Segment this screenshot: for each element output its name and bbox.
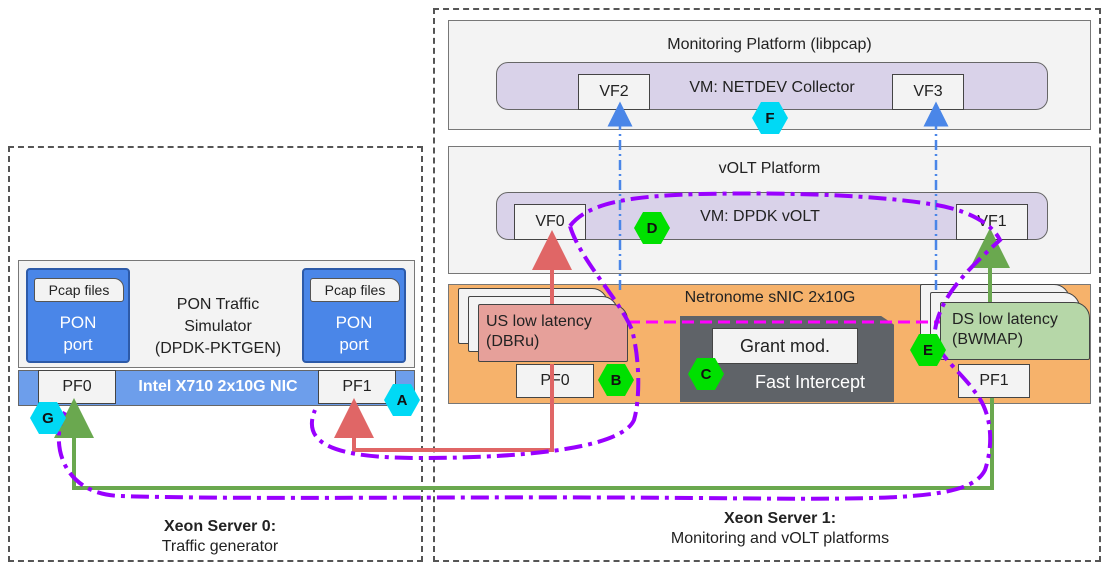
server1-frame <box>433 8 1101 562</box>
pon-left-line2: port <box>63 335 93 354</box>
server1-pf1: PF1 <box>958 364 1030 398</box>
ds-low-latency-block <box>940 302 1090 360</box>
fast-intercept-label: Fast Intercept <box>754 372 866 392</box>
simulator-line3: (DPDK-PKTGEN) <box>154 340 282 357</box>
upstream-path <box>334 364 554 452</box>
marker-e: E <box>910 334 946 366</box>
server0-pf0: PF0 <box>38 370 116 404</box>
server0-subtitle: Traffic generator <box>161 538 279 555</box>
snic-title: Netronome sNIC 2x10G <box>684 289 856 306</box>
volt-title: vOLT Platform <box>718 160 821 177</box>
server1-pf0: PF0 <box>516 364 594 398</box>
us-line2: (DBRu) <box>486 333 540 350</box>
simulator-line2: Simulator <box>184 318 252 335</box>
latency-loop <box>56 191 1003 501</box>
pcap-files-right: Pcap files <box>310 278 400 302</box>
marker-g: G <box>30 402 66 434</box>
marker-b: B <box>598 364 634 396</box>
marker-a: A <box>384 384 420 416</box>
grant-module: Grant mod. <box>712 328 858 364</box>
simulator-line1: PON Traffic <box>176 296 260 313</box>
vf3-port: VF3 <box>892 74 964 110</box>
server1-title: Xeon Server 1: <box>723 510 837 527</box>
ds-line2: (BWMAP) <box>952 331 1024 348</box>
us-line1: US low latency <box>486 313 592 330</box>
netdev-collector-title: VM: NETDEV Collector <box>689 79 855 96</box>
pon-right-line1: PON <box>335 313 373 332</box>
server0-frame <box>8 146 423 562</box>
ds-low-latency-label: DS low latency (BWMAP) <box>952 310 1086 350</box>
pon-left-line1: PON <box>59 313 97 332</box>
marker-c: C <box>688 358 724 390</box>
pon-port-right-label: PON port <box>302 312 406 356</box>
server0-title: Xeon Server 0: <box>163 518 277 535</box>
simulator-label: PON Traffic Simulator (DPDK-PKTGEN) <box>138 294 298 360</box>
downstream-path <box>54 398 994 490</box>
dpdk-volt-title: VM: DPDK vOLT <box>700 208 820 225</box>
intel-nic-label: Intel X710 2x10G NIC <box>138 378 298 395</box>
us-low-latency-block <box>478 304 628 362</box>
monitoring-title: Monitoring Platform (libpcap) <box>667 36 872 53</box>
pon-port-left-label: PON port <box>26 312 130 356</box>
server1-subtitle: Monitoring and vOLT platforms <box>670 530 890 547</box>
ds-line1: DS low latency <box>952 311 1058 328</box>
us-low-latency-label: US low latency (DBRu) <box>486 312 626 352</box>
pcap-files-left: Pcap files <box>34 278 124 302</box>
server0-pf1: PF1 <box>318 370 396 404</box>
pon-right-line2: port <box>339 335 369 354</box>
